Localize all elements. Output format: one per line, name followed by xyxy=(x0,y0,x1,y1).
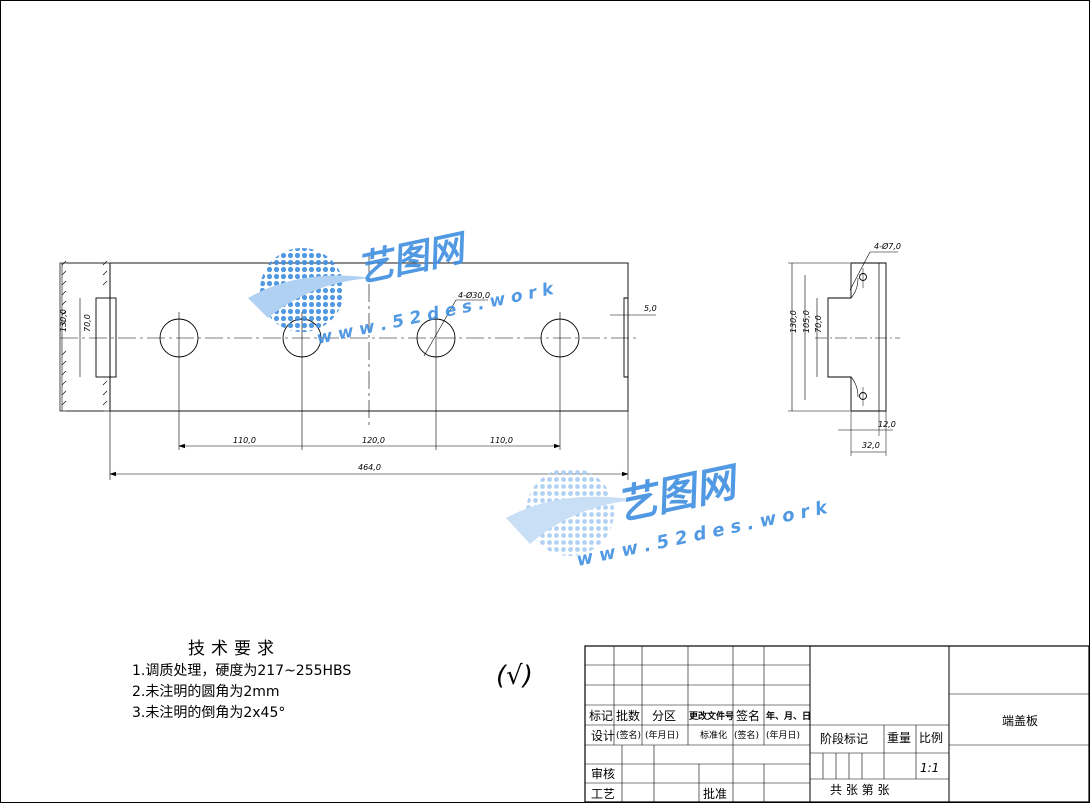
watermark-logo-1: 艺图网 w w w . 5 2 d e s . w o r k xyxy=(248,227,557,349)
dim-hole-callout: 4-Ø30,0 xyxy=(458,290,490,300)
tb-sheet-info: 共 张 第 张 xyxy=(830,783,889,797)
front-left-flange xyxy=(95,297,117,378)
tech-title: 技术要求 xyxy=(188,639,280,659)
dim-offset: 5,0 xyxy=(644,304,657,313)
tech-item-3: 3.未注明的倒角为2x45° xyxy=(132,705,285,721)
tb-header-zone: 分区 xyxy=(652,709,676,723)
tb-header-mark: 标记 xyxy=(589,709,613,723)
tb-header-date: 年、月、日 xyxy=(766,710,811,722)
title-block xyxy=(584,645,1090,803)
side-dim-height-mid: 105,0 xyxy=(802,310,811,333)
tb-approve: 批准 xyxy=(703,786,727,801)
side-dim-hole-callout: 4-Ø7,0 xyxy=(874,241,901,251)
dim-spacing-middle: 120,0 xyxy=(362,436,385,445)
tb-weight: 重量 xyxy=(887,731,911,745)
front-view xyxy=(59,255,656,480)
tb-standard: 标准化 xyxy=(700,729,727,741)
tb-header-sign: 签名 xyxy=(736,708,760,723)
technical-requirements: 技术要求 1.调质处理，硬度为217~255HBS 2.未注明的圆角为2mm 3… xyxy=(132,639,351,721)
tb-header-change-doc: 更改文件号 xyxy=(689,710,734,722)
side-dim-height-total: 130,0 xyxy=(789,310,798,333)
tb-scale-value: 1:1 xyxy=(920,761,939,775)
dim-spacing-left: 110,0 xyxy=(233,436,256,445)
title-block-text: 标记 批数 分区 更改文件号 签名 年、月、日 设计 (签名) (年月日) 标准… xyxy=(589,708,1038,801)
side-dim-height-inner: 70,0 xyxy=(814,315,823,333)
tech-item-1: 1.调质处理，硬度为217~255HBS xyxy=(132,663,351,679)
side-dim-width: 32,0 xyxy=(862,441,880,450)
dim-inner-height: 70,0 xyxy=(83,314,92,332)
tb-date-2: (年月日) xyxy=(766,729,800,741)
tb-date-1: (年月日) xyxy=(645,729,679,741)
tb-stage-mark: 阶段标记 xyxy=(820,731,868,746)
tb-scale-label: 比例 xyxy=(919,731,943,745)
tb-header-count: 批数 xyxy=(616,708,640,723)
side-view-dimensions: 4-Ø7,0 130,0 105,0 70,0 12,0 32,0 xyxy=(789,241,901,450)
tb-sign-1: (签名) xyxy=(616,729,641,741)
dim-outer-height: 130,0 xyxy=(59,309,68,332)
side-dim-thickness: 12,0 xyxy=(878,420,896,429)
side-view xyxy=(788,251,900,456)
tb-design: 设计 xyxy=(591,729,615,743)
watermark-logo-2: 艺图网 w w w . 5 2 d e s . w o r k xyxy=(506,459,830,571)
tb-sign-2: (签名) xyxy=(734,729,759,741)
tb-review: 审核 xyxy=(591,766,615,781)
tb-process: 工艺 xyxy=(591,787,615,801)
surface-roughness-mark: (√) xyxy=(496,661,533,691)
dim-overall-length: 464,0 xyxy=(358,463,381,472)
tech-item-2: 2.未注明的圆角为2mm xyxy=(132,684,280,700)
dim-spacing-right: 110,0 xyxy=(490,436,513,445)
watermark-brand-1: 艺图网 xyxy=(353,227,472,291)
tb-part-name: 端盖板 xyxy=(1002,714,1038,728)
front-view-dimensions: 110,0 120,0 110,0 464,0 4-Ø30,0 5,0 70,0… xyxy=(59,290,657,472)
